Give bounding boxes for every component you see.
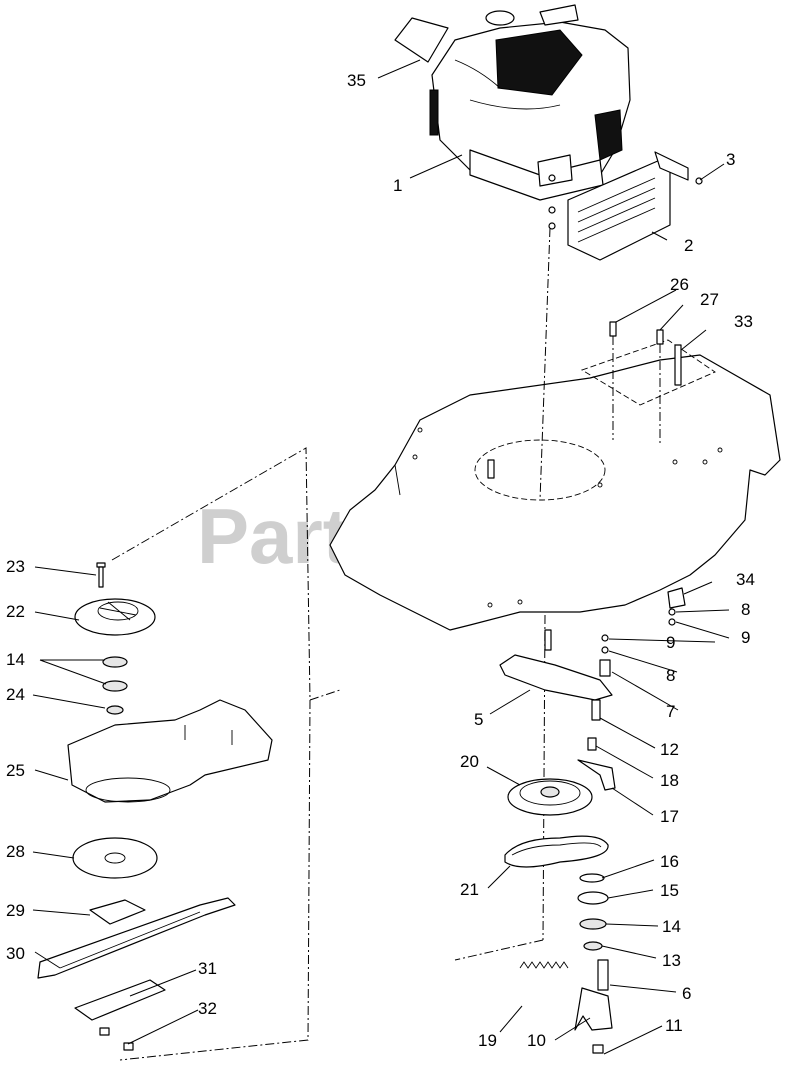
blade-housing[interactable] <box>67 699 273 803</box>
callout-8[interactable]: 8 <box>741 600 750 619</box>
callout-19[interactable]: 19 <box>478 1031 497 1050</box>
callout-14[interactable]: 14 <box>662 917 681 936</box>
callout-7[interactable]: 7 <box>666 702 675 721</box>
decal[interactable] <box>394 17 449 63</box>
callout-15[interactable]: 15 <box>660 881 679 900</box>
callout-27[interactable]: 27 <box>700 290 719 309</box>
mower-deck[interactable] <box>329 339 781 631</box>
spacer[interactable] <box>106 705 124 715</box>
callout-16[interactable]: 16 <box>660 852 679 871</box>
shoulder-bolt[interactable] <box>591 699 601 721</box>
clip[interactable] <box>667 587 686 609</box>
cover-plate[interactable] <box>72 837 158 879</box>
bearing[interactable] <box>102 656 128 692</box>
blade-adapter[interactable] <box>74 598 156 636</box>
bushing[interactable] <box>599 659 611 677</box>
callout-33[interactable]: 33 <box>734 312 753 331</box>
callout-30[interactable]: 30 <box>6 944 25 963</box>
callout-11[interactable]: 11 <box>665 1016 683 1035</box>
washer[interactable] <box>601 608 676 642</box>
callout-18[interactable]: 18 <box>660 771 679 790</box>
callout-6[interactable]: 6 <box>682 984 691 1003</box>
callout-22[interactable]: 22 <box>6 602 25 621</box>
callout-32[interactable]: 32 <box>198 999 217 1018</box>
callout-2[interactable]: 2 <box>684 236 693 255</box>
engine[interactable] <box>429 4 631 201</box>
callout-25[interactable]: 25 <box>6 761 25 780</box>
callout-13[interactable]: 13 <box>662 951 681 970</box>
blade-bolt[interactable] <box>96 562 106 588</box>
callout-8[interactable]: 8 <box>666 666 675 685</box>
mount-bracket[interactable] <box>574 987 613 1031</box>
blade[interactable] <box>37 897 236 979</box>
drive-pulley[interactable] <box>577 873 609 951</box>
callout-14[interactable]: 14 <box>6 650 25 669</box>
callout-1[interactable]: 1 <box>393 176 402 195</box>
bracket[interactable] <box>577 759 616 791</box>
callout-21[interactable]: 21 <box>460 880 479 899</box>
callout-5[interactable]: 5 <box>474 710 483 729</box>
callout-3[interactable]: 3 <box>726 150 735 169</box>
belt[interactable] <box>504 835 609 868</box>
stud[interactable] <box>609 321 682 445</box>
nut[interactable] <box>99 1027 134 1051</box>
lock-washer[interactable] <box>601 618 676 654</box>
leader-lines <box>32 59 730 1055</box>
callout-28[interactable]: 28 <box>6 842 25 861</box>
callout-9[interactable]: 9 <box>666 633 675 652</box>
callout-34[interactable]: 34 <box>736 570 755 589</box>
callout-10[interactable]: 10 <box>527 1031 546 1050</box>
blade-stiffener[interactable] <box>74 979 166 1021</box>
engine-guard[interactable] <box>567 151 689 261</box>
idler-pulley[interactable] <box>507 778 593 816</box>
assembly-centerlines <box>111 227 551 1061</box>
blade-plate[interactable] <box>89 899 146 925</box>
callout-17[interactable]: 17 <box>660 807 679 826</box>
callout-29[interactable]: 29 <box>6 901 25 920</box>
callout-26[interactable]: 26 <box>670 275 689 294</box>
callout-12[interactable]: 12 <box>660 740 679 759</box>
pivot-pin[interactable] <box>587 737 597 751</box>
callout-labels: 35 1 3 2 26 27 33 23 22 14 24 25 28 29 3… <box>6 71 755 1050</box>
callout-24[interactable]: 24 <box>6 685 25 704</box>
nut[interactable] <box>592 1044 604 1054</box>
callout-23[interactable]: 23 <box>6 557 25 576</box>
idler-arm[interactable] <box>499 629 613 701</box>
spring[interactable] <box>519 961 569 969</box>
callout-9[interactable]: 9 <box>741 628 750 647</box>
callout-31[interactable]: 31 <box>198 959 217 978</box>
callout-35[interactable]: 35 <box>347 71 366 90</box>
callout-20[interactable]: 20 <box>460 752 479 771</box>
spindle[interactable] <box>597 959 609 991</box>
